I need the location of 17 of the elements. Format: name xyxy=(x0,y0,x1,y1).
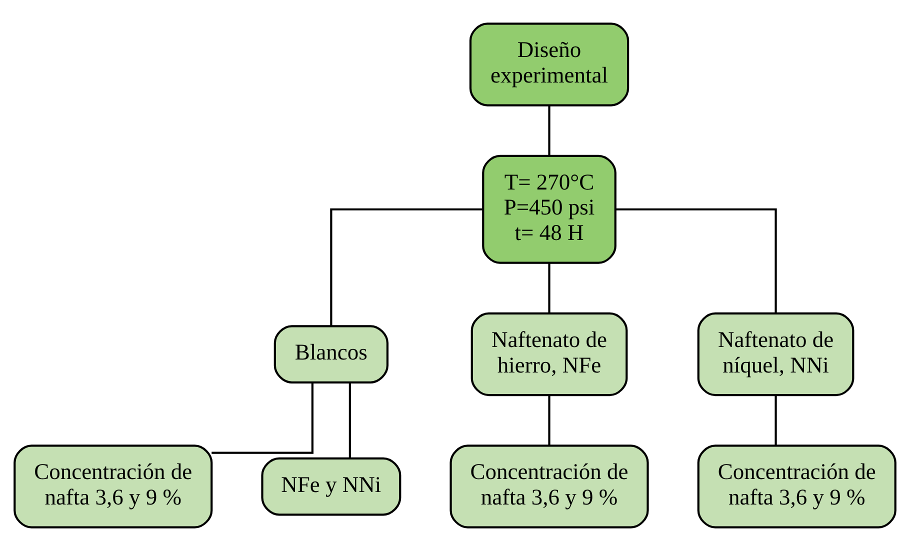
connector xyxy=(548,262,550,313)
connector xyxy=(548,394,550,445)
node-box: Concentración de nafta 3,6 y 9 % xyxy=(696,444,896,528)
node-box: Blancos xyxy=(273,324,388,383)
connector xyxy=(348,382,350,458)
node-box: Concentración de nafta 3,6 y 9 % xyxy=(13,444,212,528)
node-box: NFe y NNi xyxy=(260,456,401,516)
connector xyxy=(614,208,776,313)
node-box: Diseño experimental xyxy=(468,22,629,106)
node-box: Naftenato de níquel, NNi xyxy=(696,312,854,396)
connector xyxy=(774,394,776,445)
connector xyxy=(548,105,550,156)
connector xyxy=(330,208,482,326)
node-box: T= 270°C P=450 psi t= 48 H xyxy=(482,154,616,264)
node-box: Naftenato de hierro, NFe xyxy=(470,312,628,396)
node-box: Concentración de nafta 3,6 y 9 % xyxy=(449,444,648,528)
connector xyxy=(211,382,313,454)
